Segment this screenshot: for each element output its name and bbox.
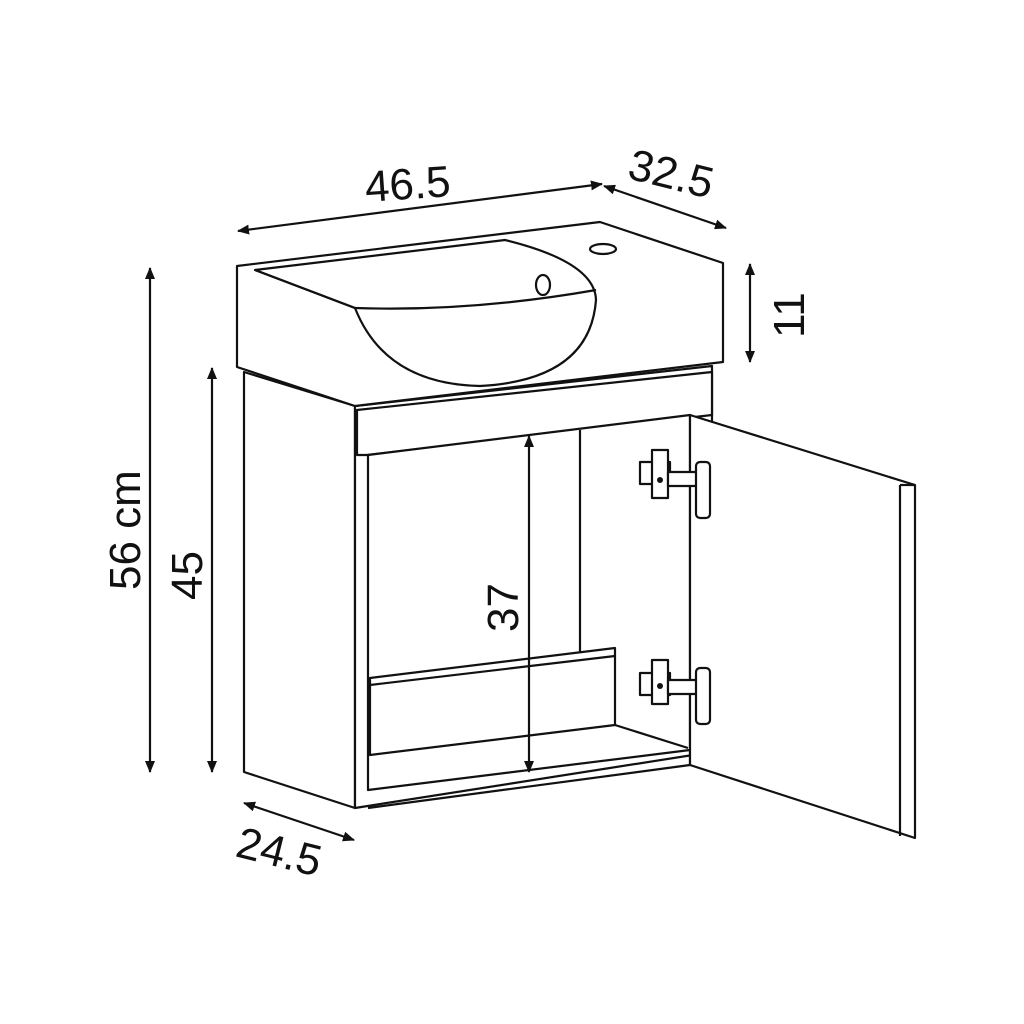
total-height-label: 56 cm	[101, 470, 150, 590]
tap-hole-icon	[588, 242, 618, 256]
hinge-bottom-icon	[638, 658, 712, 726]
depth-dimension-line	[603, 184, 727, 230]
cabinet-depth-dimension-line	[243, 801, 355, 842]
hinge-top-icon	[638, 448, 712, 520]
overflow-icon	[534, 273, 552, 297]
interior-height-label: 37	[479, 583, 528, 632]
basin-bowl	[253, 238, 598, 388]
open-door[interactable]	[688, 413, 917, 840]
cabinet-side-panel	[242, 370, 357, 810]
width-label: 46.5	[363, 157, 452, 212]
cabinet-height-label: 45	[163, 551, 212, 600]
width-dimension-line	[237, 180, 603, 235]
basin-height-label: 11	[765, 292, 814, 338]
cabinet-depth-label: 24.5	[232, 818, 327, 886]
